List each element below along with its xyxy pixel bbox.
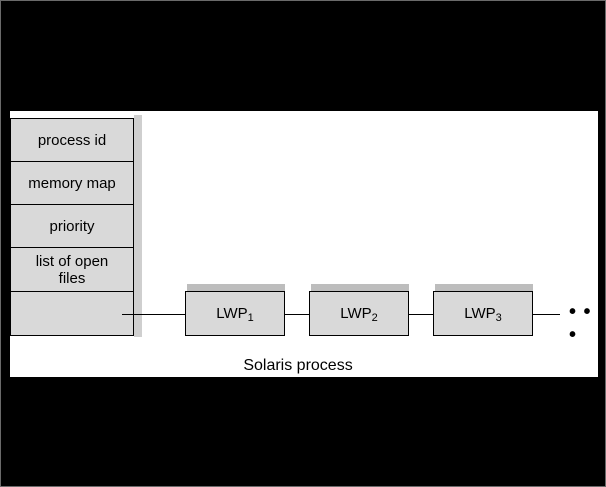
lwp-3-label: LWP (464, 305, 496, 322)
field-process-id: process id (10, 118, 134, 162)
field-memory-map: memory map (10, 161, 134, 205)
field-priority: priority (10, 204, 134, 248)
lwp1-shadow (187, 284, 285, 294)
link-line-2 (409, 314, 434, 315)
field-open-files: list of open files (10, 247, 134, 292)
link-line-3 (533, 314, 560, 315)
link-line-1 (285, 314, 310, 315)
field-lwp-list (10, 291, 134, 336)
pcb-shadow (134, 115, 142, 337)
lwp-1-label: LWP (216, 305, 248, 322)
lwp-1-subscript: 1 (247, 311, 254, 324)
lwp2-shadow (311, 284, 409, 294)
lwp-3-subscript: 3 (495, 311, 502, 324)
ellipsis-dots: • • • (569, 301, 592, 346)
diagram-panel: process id memory map priority list of o… (10, 111, 598, 377)
lwp-2-label: LWP (340, 305, 372, 322)
diagram-caption: Solaris process (243, 357, 353, 374)
link-line-0 (122, 314, 186, 315)
lwp-2-subscript: 2 (371, 311, 378, 324)
lwp3-shadow (435, 284, 533, 294)
